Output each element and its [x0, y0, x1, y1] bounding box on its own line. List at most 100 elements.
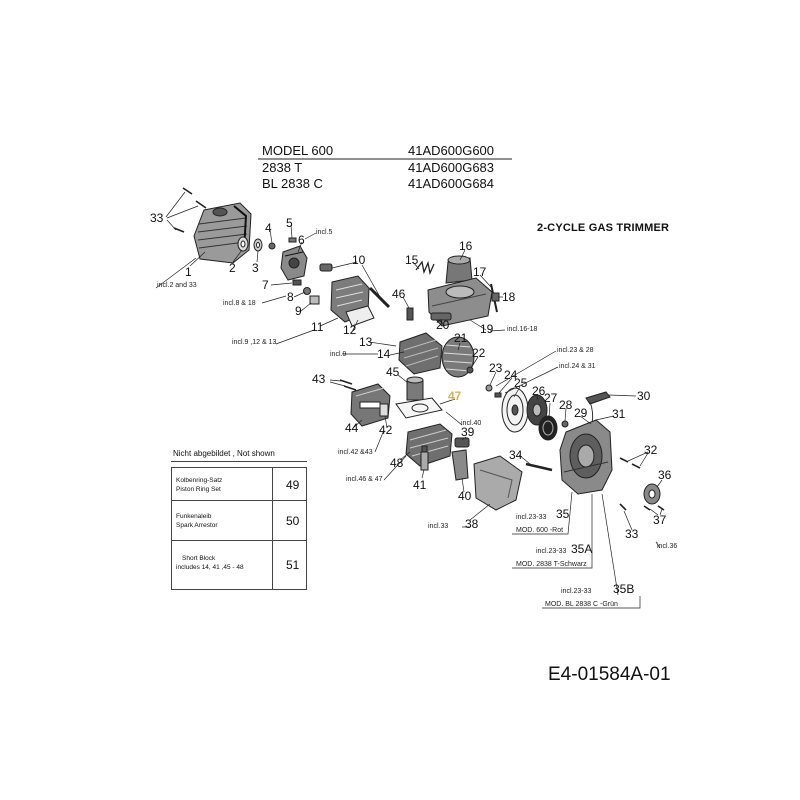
- desc-de: Kolbenring-Satz: [176, 477, 223, 484]
- callout-7: 7: [262, 278, 269, 292]
- desc-en: Spark Arrestor: [176, 522, 218, 529]
- note-incl-46-and-47: incl.46 & 47: [346, 476, 383, 483]
- note-incl-23-and-28: incl.23 & 28: [557, 347, 594, 354]
- callout-27: 27: [544, 391, 558, 405]
- part-33-screws-right: [619, 503, 627, 511]
- callout-33-right: 33: [625, 527, 639, 541]
- callout-40: 40: [458, 489, 472, 503]
- callout-28: 28: [559, 398, 573, 412]
- part-27-recoil-spring: [538, 415, 558, 441]
- not-shown-heading-rule: [171, 461, 307, 462]
- note-mod-2838t-schwarz: MOD. 2838 T-Schwarz: [516, 561, 587, 568]
- part-9-gasket: [309, 295, 320, 305]
- part-47-gasket: [395, 397, 443, 419]
- desc-en: includes 14, 41 ,45 - 48: [176, 564, 244, 571]
- part-2-washer: [237, 236, 249, 252]
- callout-31: 31: [612, 407, 626, 421]
- part-22-nut: [466, 366, 474, 374]
- callout-11: 11: [311, 320, 324, 334]
- model-name-1: MODEL 600: [262, 143, 334, 158]
- callout-3: 3: [252, 261, 259, 275]
- callout-46: 46: [392, 287, 406, 301]
- part-number: 51: [286, 558, 300, 572]
- callout-43: 43: [312, 372, 326, 386]
- column-divider: [272, 541, 273, 589]
- callout-35b: 35B: [613, 582, 635, 596]
- callout-48: 48: [390, 456, 404, 470]
- part-8-fitting: [303, 287, 311, 295]
- part-43-muffler-screws: [339, 379, 357, 391]
- note-incl-9-12-13: incl.9 ,12 & 13: [232, 339, 277, 346]
- part-42-gasket: [379, 403, 389, 417]
- not-shown-heading: Nicht abgebildet , Not shown: [173, 449, 275, 458]
- diagram-title: 2-CYCLE GAS TRIMMER: [537, 222, 670, 234]
- part-39-boot: [454, 437, 470, 448]
- callout-13: 13: [359, 335, 373, 349]
- callout-35: 35: [556, 507, 570, 521]
- note-incl-40: incl.40: [461, 420, 482, 427]
- part-25-recoil-pulley: [501, 387, 529, 433]
- callout-22: 22: [472, 346, 486, 360]
- callout-25: 25: [514, 376, 528, 390]
- part-32-screws: [619, 457, 641, 469]
- part-36-clamp: [643, 483, 661, 505]
- callout-39: 39: [461, 425, 475, 439]
- model-name-3: BL 2838 C: [262, 176, 323, 191]
- callout-9: 9: [295, 304, 302, 318]
- desc-de: Short Block: [182, 555, 216, 562]
- part-37-screws: [643, 505, 665, 511]
- callout-15: 15: [405, 253, 419, 267]
- note-incl-5: incl.5: [316, 229, 333, 236]
- part-23-washer: [485, 384, 493, 392]
- part-40-ignition-module: [451, 449, 469, 481]
- note-incl-42-and-43: incl.42 &43: [338, 449, 373, 456]
- part-12-gasket: [345, 305, 375, 327]
- not-shown-table: Nicht abgebildet , Not shown Kolbenring-…: [171, 446, 307, 591]
- note-incl-16-18: incl.16-18: [507, 326, 538, 333]
- part-28-screw: [561, 420, 569, 428]
- note-incl-9: incl.9: [330, 351, 347, 358]
- model-name-2: 2838 T: [262, 160, 303, 175]
- model-number-2: 41AD600G683: [408, 160, 495, 175]
- part-46-fitting: [406, 307, 414, 321]
- callout-8: 8: [287, 290, 294, 304]
- part-26-pulley: [526, 394, 548, 426]
- part-38-cover: [473, 455, 523, 511]
- column-divider: [272, 501, 273, 540]
- part-16-cap: [445, 255, 473, 284]
- callout-2: 2: [229, 261, 236, 275]
- note-mod-bl-2838c-gruen: MOD. BL 2838 C -Grün: [545, 601, 618, 608]
- column-divider: [272, 468, 273, 500]
- callout-4: 4: [265, 221, 272, 235]
- part-14-engine-block: [398, 332, 443, 375]
- leader-lines: [155, 191, 663, 609]
- part-3-washer: [253, 238, 263, 252]
- callout-23: 23: [489, 361, 503, 375]
- callout-30: 30: [637, 389, 651, 403]
- part-45-piston: [406, 376, 424, 401]
- part-number: 49: [286, 478, 300, 492]
- callout-12: 12: [343, 323, 357, 337]
- part-4-nut: [268, 242, 276, 250]
- note-mod-600-rot: MOD. 600 -Rot: [516, 527, 564, 534]
- callout-42: 42: [379, 423, 393, 437]
- note-incl-23-33-c: incl.23-33: [561, 588, 592, 595]
- part-34-wire: [525, 462, 553, 472]
- callout-14: 14: [377, 347, 391, 361]
- callout-24: 24: [504, 368, 518, 382]
- callout-44: 44: [345, 421, 359, 435]
- part-number: 50: [286, 514, 300, 528]
- callout-41: 41: [413, 478, 427, 492]
- part-5-screw: [288, 237, 297, 243]
- callout-38: 38: [465, 517, 479, 531]
- callout-29: 29: [574, 406, 588, 420]
- note-incl-24-and-31: incl.24 & 31: [559, 363, 596, 370]
- callout-1: 1: [185, 265, 192, 279]
- callout-16: 16: [459, 239, 473, 253]
- callout-6: 6: [298, 233, 305, 247]
- note-incl-8-and-18: incl.8 & 18: [223, 300, 256, 307]
- not-shown-row-49: Kolbenring-Satz Piston Ring Set 49: [171, 467, 307, 501]
- not-shown-row-50: Funkenaleib Spark Arrestor 50: [171, 500, 307, 541]
